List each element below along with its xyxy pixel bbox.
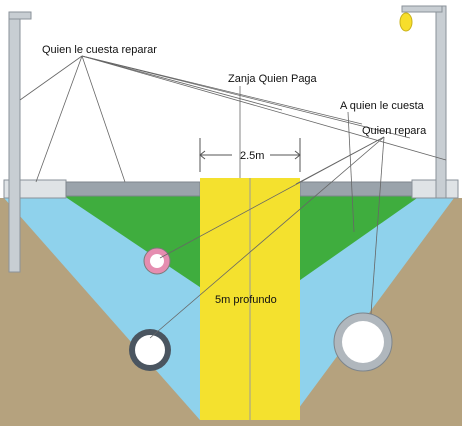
leader-lines — [19, 55, 447, 339]
label-quien-le-cuesta-reparar: Quien le cuesta reparar — [42, 44, 157, 56]
pink-pipe — [143, 247, 171, 275]
label-a-quien-le-cuesta: A quien le cuesta — [340, 100, 425, 112]
width-label: 2.5m — [240, 150, 264, 162]
label-zanja-quien-paga: Zanja Quien Paga — [228, 73, 318, 85]
road-surface-right — [299, 181, 413, 197]
road-surface-left — [65, 181, 201, 197]
street-light-icon — [399, 5, 447, 199]
depth-label: 5m profundo — [215, 294, 277, 306]
dark-pipe — [129, 329, 171, 371]
sidewalk-right — [411, 179, 459, 199]
width-dimension — [199, 138, 301, 172]
utility-pole-icon — [8, 11, 32, 273]
label-quien-repara: Quien repara — [362, 125, 427, 137]
large-pipe — [333, 312, 393, 372]
